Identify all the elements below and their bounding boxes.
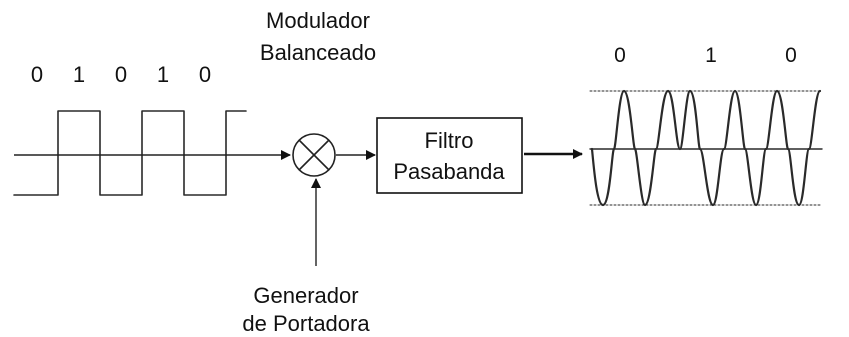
input-bit-1: 0: [31, 62, 43, 87]
modulator-label-line1: Modulador: [266, 8, 370, 33]
input-bit-4: 1: [157, 62, 169, 87]
output-bits: 0 1 0: [614, 44, 797, 67]
filter-label-line1: Filtro: [425, 128, 474, 153]
input-bit-3: 0: [115, 62, 127, 87]
input-square-wave: [13, 110, 247, 196]
bandpass-filter-box: [376, 117, 523, 194]
output-bit-3: 0: [785, 44, 797, 67]
modulator-label-line2: Balanceado: [260, 40, 376, 65]
input-bits: 0 1 0 1 0: [31, 62, 211, 87]
psk-wave-trace: [590, 89, 822, 207]
mixer-cross-line-2: [298, 139, 330, 171]
filter-label-line2: Pasabanda: [393, 159, 505, 184]
balanced-modulator: [292, 133, 336, 177]
input-bit-2: 1: [73, 62, 85, 87]
output-bit-1: 0: [614, 44, 626, 67]
carrier-generator-label-line1: Generador: [253, 283, 358, 308]
carrier-generator-label-line2: de Portadora: [242, 311, 370, 336]
output-bit-2: 1: [705, 44, 717, 67]
output-psk-waveform: [589, 89, 823, 207]
input-bit-5: 0: [199, 62, 211, 87]
